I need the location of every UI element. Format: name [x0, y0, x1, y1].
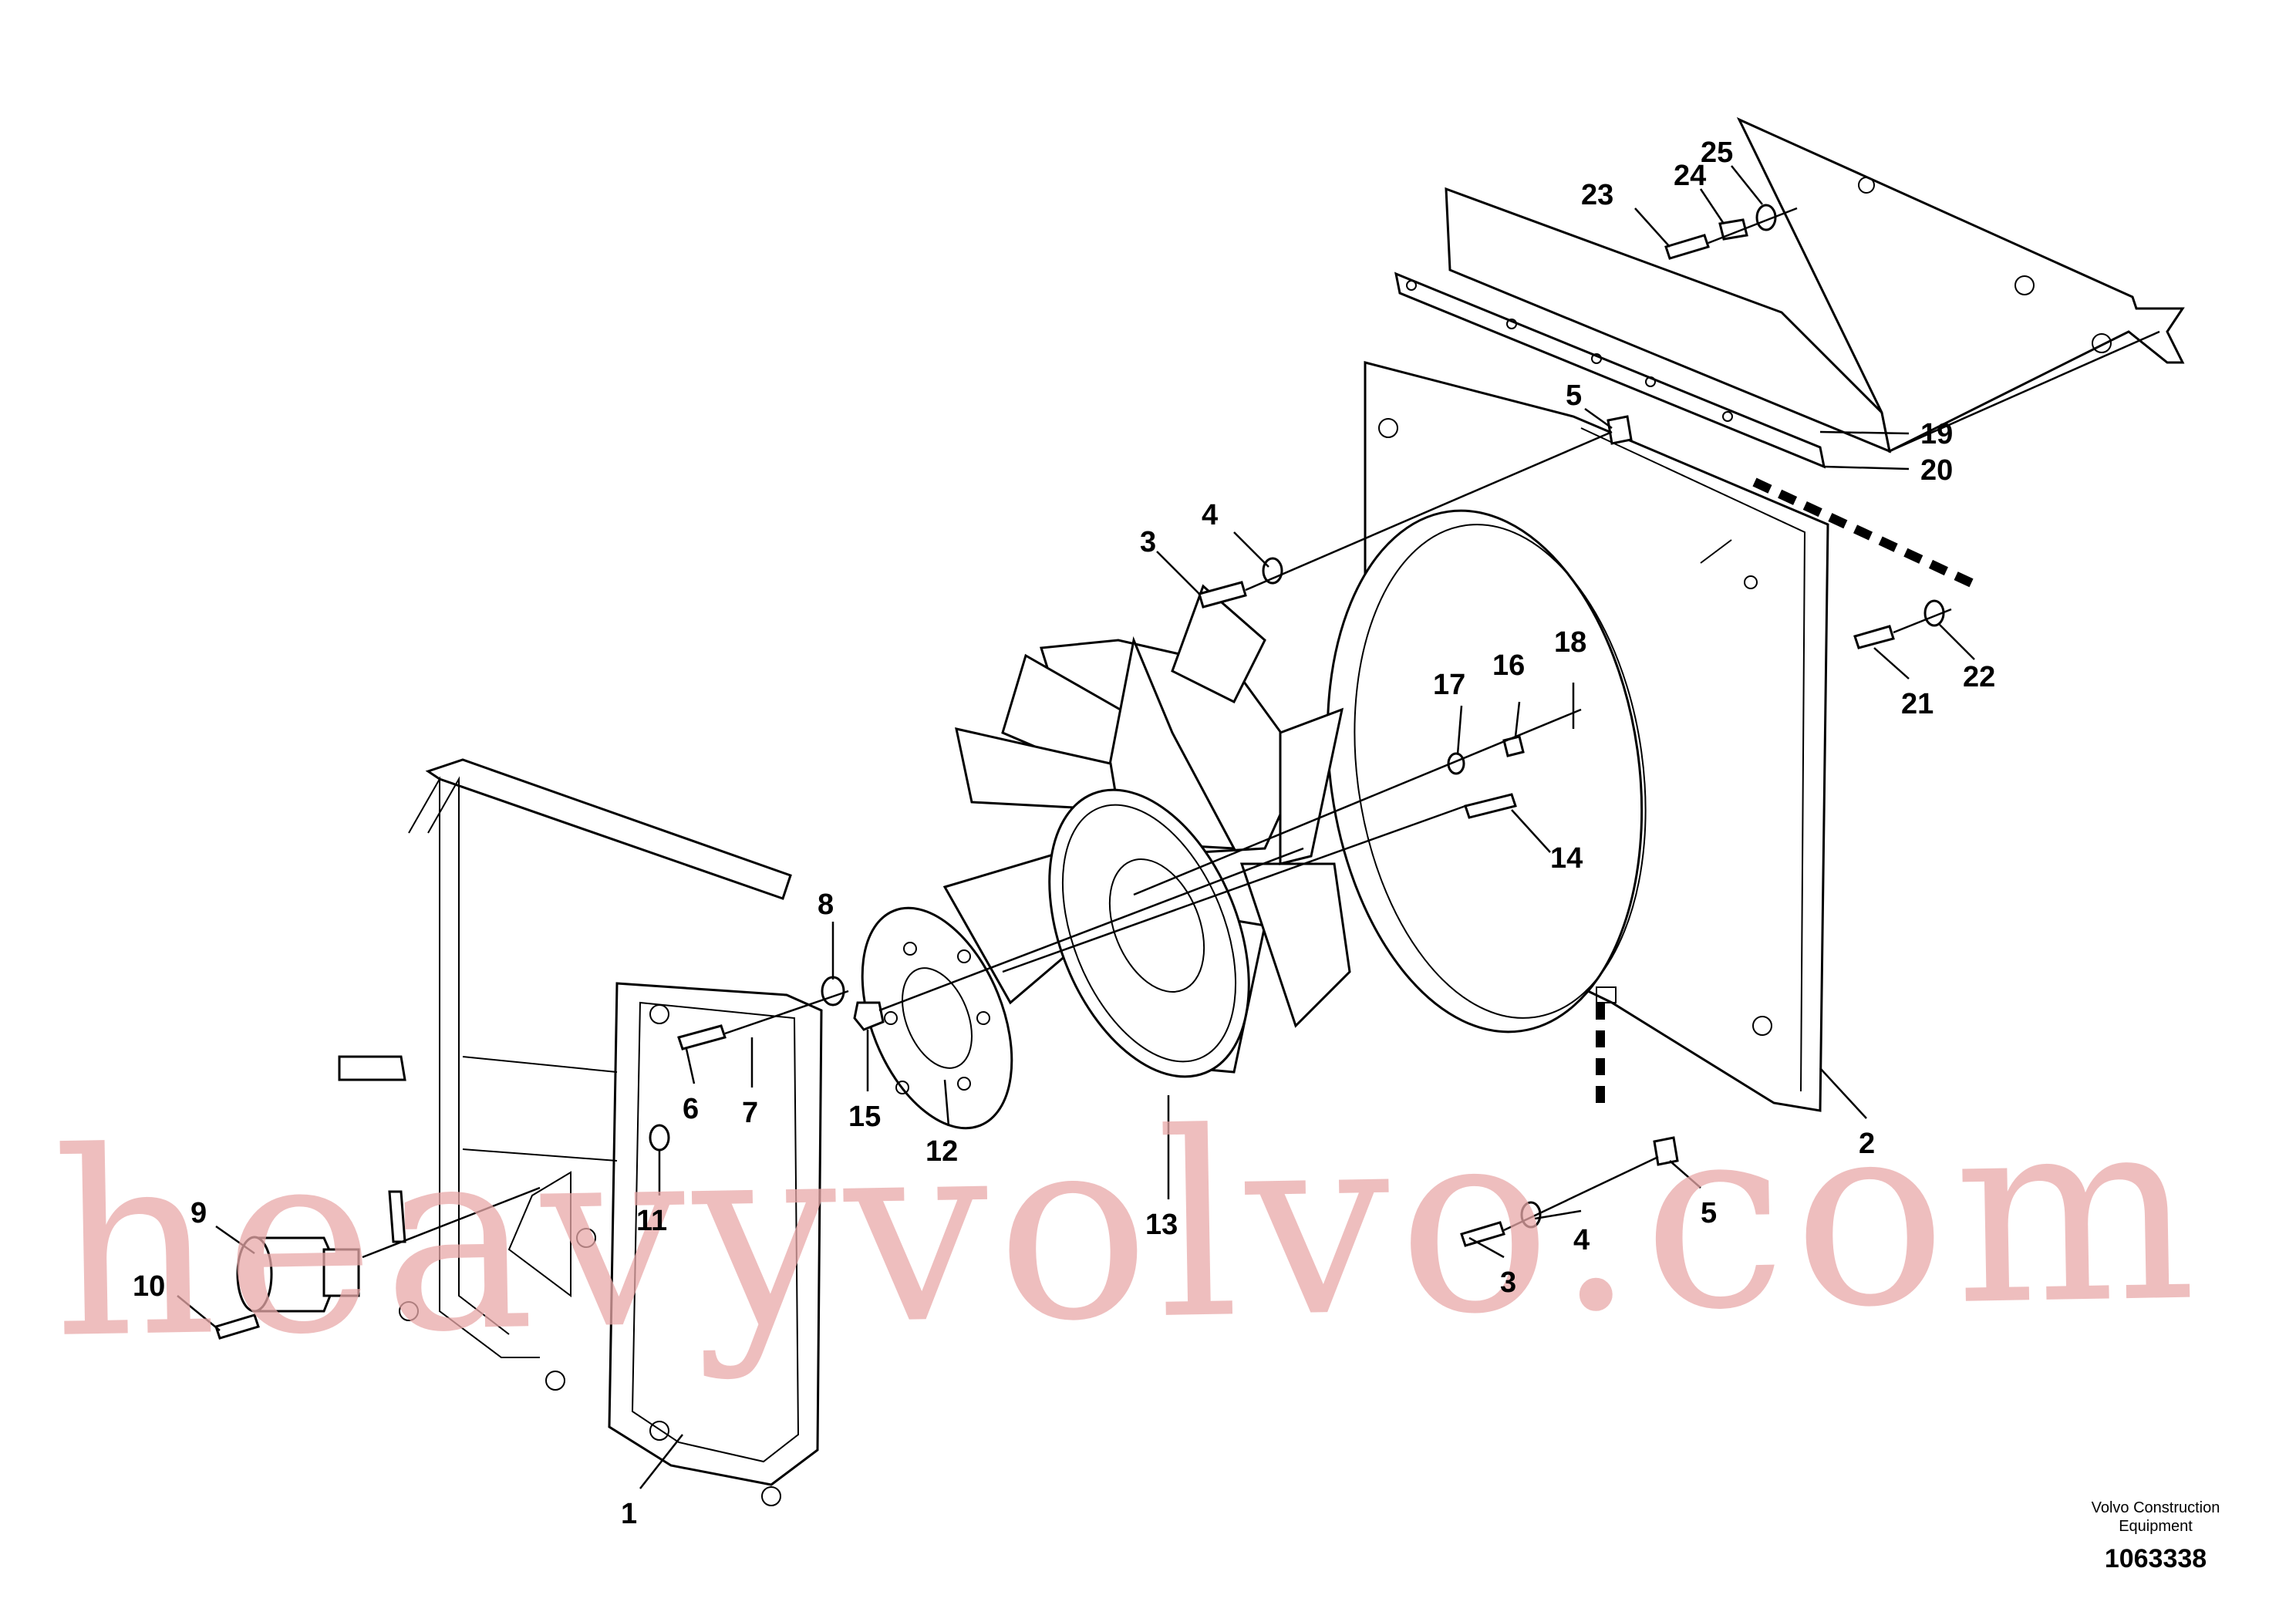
callout-4-top: 4: [1202, 499, 1218, 531]
callout-12: 12: [925, 1135, 958, 1168]
callout-13: 13: [1145, 1209, 1178, 1241]
callout-19: 19: [1920, 418, 1953, 450]
callout-2: 2: [1859, 1128, 1875, 1160]
maker-line1: Volvo Construction: [2092, 1499, 2220, 1516]
callout-23: 23: [1581, 179, 1613, 211]
maker-line2: Equipment: [2119, 1518, 2193, 1535]
callout-10: 10: [133, 1270, 165, 1303]
callout-16: 16: [1492, 649, 1525, 682]
bracket-part-19: [1445, 116, 2185, 454]
footer: Volvo Construction Equipment 1063338: [2092, 1499, 2220, 1573]
callout-24: 24: [1674, 160, 1706, 192]
flange-part-12: [861, 906, 1013, 1130]
callout-5-bottom: 5: [1701, 1197, 1717, 1229]
drawing-number: 1063338: [2105, 1544, 2207, 1573]
callout-5-top: 5: [1566, 379, 1582, 412]
callout-labels: 1 2 3 3 4 4 5 5 6 7 8 9 10 11 12 13 14 1…: [133, 137, 1995, 1530]
callout-6: 6: [683, 1093, 699, 1125]
callout-7: 7: [742, 1097, 758, 1129]
frame-part-1: [338, 758, 823, 1506]
watermark: heavyvolvo.com: [50, 1061, 2206, 1394]
callout-25: 25: [1701, 137, 1733, 169]
callout-9: 9: [190, 1197, 207, 1229]
callout-11: 11: [636, 1205, 667, 1237]
dashed-connectors: [1596, 477, 1981, 1111]
callout-4-bottom: 4: [1573, 1224, 1590, 1256]
callout-15: 15: [848, 1101, 881, 1133]
callout-17: 17: [1433, 669, 1465, 701]
assembly-lines: [362, 207, 2160, 1259]
callout-20: 20: [1920, 454, 1953, 487]
callout-14: 14: [1550, 842, 1583, 875]
leader-lines: [177, 165, 1975, 1489]
actuator-part-9: [236, 1236, 360, 1313]
fan-part-13: [942, 584, 1351, 1078]
callout-22: 22: [1963, 661, 1995, 693]
callout-3-top: 3: [1140, 526, 1156, 558]
fan-shroud-part-2: [1326, 361, 1829, 1112]
callout-18: 18: [1554, 626, 1586, 659]
callout-21: 21: [1901, 688, 1934, 720]
callout-3-bottom: 3: [1500, 1266, 1516, 1299]
callout-1: 1: [621, 1498, 637, 1530]
callout-8: 8: [818, 889, 834, 921]
